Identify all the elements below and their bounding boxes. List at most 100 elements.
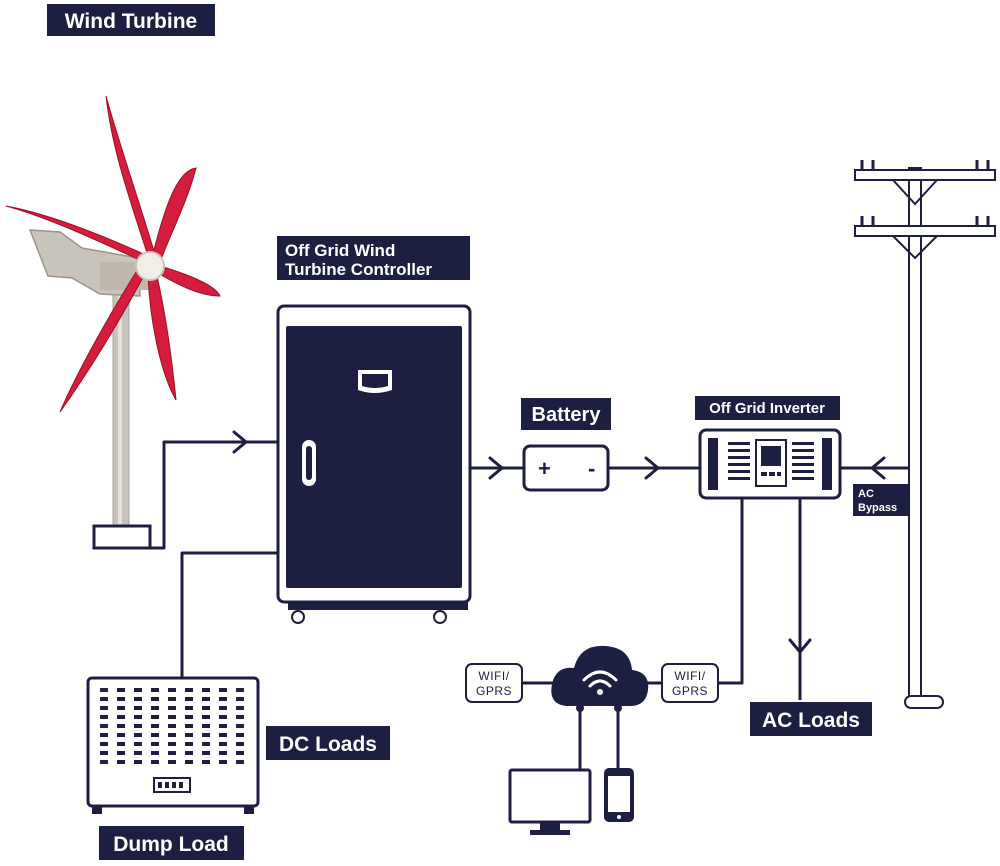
vent-slot — [219, 706, 227, 710]
vent-slot — [202, 724, 210, 728]
vent-slot — [151, 751, 159, 755]
vent-slot — [100, 742, 108, 746]
vent-slot — [134, 724, 142, 728]
wire-inverter-to-wifi — [716, 498, 744, 685]
vent-slot — [151, 760, 159, 764]
vent-slot — [151, 697, 159, 701]
vent-slot — [151, 706, 159, 710]
vent-slot — [202, 688, 210, 692]
battery-icon: + - — [522, 444, 610, 492]
label-ac-bypass: AC Bypass — [853, 484, 909, 516]
wifi-right-line2: GPRS — [672, 684, 708, 698]
wifi-gprs-left: WIFI/ GPRS — [465, 663, 523, 703]
vent-slot — [134, 715, 142, 719]
vent-slot — [100, 715, 108, 719]
vent-slot — [185, 733, 193, 737]
vent-slot — [151, 724, 159, 728]
battery-plus-label: + — [538, 456, 551, 481]
vent-slot — [134, 697, 142, 701]
label-controller: Off Grid Wind Turbine Controller — [277, 236, 470, 280]
dump-load-icon — [86, 676, 260, 814]
controller-label-line2: Turbine Controller — [285, 260, 432, 279]
vent-slot — [168, 706, 176, 710]
vent-slot — [117, 751, 125, 755]
vent-slot — [202, 751, 210, 755]
ac-bypass-line2: Bypass — [858, 502, 897, 514]
vent-slot — [168, 724, 176, 728]
vent-slot — [236, 724, 244, 728]
label-dc-loads: DC Loads — [266, 726, 390, 760]
vent-slot — [151, 715, 159, 719]
vent-slot — [134, 706, 142, 710]
vent-slot — [219, 715, 227, 719]
vent-slot — [134, 742, 142, 746]
vent-slot — [100, 688, 108, 692]
vent-slot — [168, 760, 176, 764]
label-battery: Battery — [521, 398, 611, 430]
vent-slot — [219, 733, 227, 737]
vent-slot — [117, 688, 125, 692]
monitor-icon — [508, 768, 592, 835]
vent-slot — [185, 760, 193, 764]
arrow-inverter-to-ac-loads — [788, 638, 812, 654]
wind-turbine-icon — [5, 95, 221, 550]
wifi-gprs-right: WIFI/ GPRS — [661, 663, 719, 703]
vent-slot — [236, 697, 244, 701]
wifi-right-line1: WIFI/ — [674, 669, 705, 683]
vent-slot — [202, 760, 210, 764]
vent-slot — [236, 742, 244, 746]
vent-slot — [168, 733, 176, 737]
controller-label-line1: Off Grid Wind — [285, 241, 395, 260]
inverter-icon — [698, 428, 842, 500]
vent-slot — [100, 697, 108, 701]
vent-slot — [219, 751, 227, 755]
label-ac-loads: AC Loads — [750, 702, 872, 736]
vent-slot — [202, 742, 210, 746]
utility-pole-icon — [854, 160, 996, 709]
arrow-ac-bypass — [870, 456, 886, 480]
wire-controller-to-dump-load — [180, 551, 278, 680]
vent-slot — [100, 724, 108, 728]
vent-slot — [117, 760, 125, 764]
vent-slot — [117, 733, 125, 737]
vent-slot — [117, 706, 125, 710]
vent-slot — [100, 706, 108, 710]
vent-slot — [168, 751, 176, 755]
vent-slot — [134, 760, 142, 764]
vent-slot — [151, 742, 159, 746]
vent-slot — [100, 751, 108, 755]
arrow-turbine-to-controller — [232, 430, 248, 454]
vent-slot — [219, 697, 227, 701]
vent-slot — [185, 697, 193, 701]
vent-slot — [219, 724, 227, 728]
vent-slot — [100, 733, 108, 737]
vent-slot — [236, 688, 244, 692]
vent-slot — [236, 751, 244, 755]
vent-slot — [236, 706, 244, 710]
cloud-wifi-icon — [551, 645, 649, 712]
wifi-left-line1: WIFI/ — [478, 669, 509, 683]
vent-slot — [219, 760, 227, 764]
smartphone-icon — [604, 768, 634, 822]
vent-slot — [185, 751, 193, 755]
vent-slot — [100, 760, 108, 764]
controller-cabinet-icon — [276, 304, 472, 624]
vent-slot — [236, 760, 244, 764]
battery-minus-label: - — [588, 456, 595, 481]
vent-slot — [134, 688, 142, 692]
battery-label: Battery — [532, 404, 602, 426]
dump-load-label: Dump Load — [113, 833, 229, 856]
vent-slot — [151, 733, 159, 737]
vent-slot — [202, 697, 210, 701]
label-wind-turbine: Wind Turbine — [47, 4, 215, 36]
vent-slot — [117, 715, 125, 719]
label-dump-load: Dump Load — [99, 826, 244, 860]
vent-slot — [185, 688, 193, 692]
vent-slot — [168, 742, 176, 746]
vent-slot — [168, 715, 176, 719]
vent-slot — [202, 733, 210, 737]
vent-slot — [134, 733, 142, 737]
vent-slot — [168, 697, 176, 701]
ac-bypass-line1: AC — [858, 488, 874, 500]
